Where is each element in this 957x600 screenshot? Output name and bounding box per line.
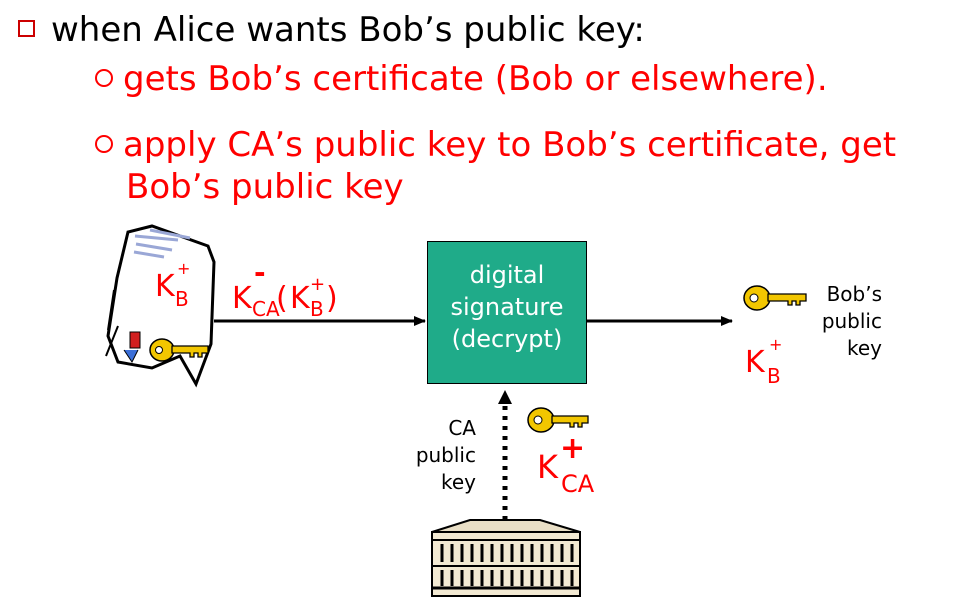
bob-key-k: K [745,345,766,380]
formula-sub-ca: CA [252,297,280,321]
bob-key-symbol: K + B [745,335,782,388]
certificate-document-icon [105,224,216,388]
ca-key-label-line-2: public [415,443,476,467]
ca-key-label-line-3: key [440,470,476,494]
gold-key-icon [743,285,807,311]
formula-close-paren: ) [326,281,338,316]
sub-bullet-2-text: apply CA’s public key to Bob’s certifica… [123,125,897,165]
cert-formula: K - CA ( K + B ) [232,256,338,321]
formula-open-paren: ( [276,281,288,316]
circle-bullet-icon [95,68,113,87]
ca-key-label-line-1: CA [448,416,476,440]
cert-label-plus: + [177,259,190,278]
ca-key-sub: CA [561,470,595,498]
gold-key-icon [527,407,589,433]
main-bullet: when Alice wants Bob’s public key: [18,10,645,50]
ca-key-plus: + [560,431,585,466]
bob-key-label-line-2: public [821,309,882,333]
dotted-arrow-head [498,390,512,404]
formula-k: K [232,281,253,316]
ca-key-symbol: K + CA [537,431,595,498]
formula-plus: + [310,274,325,295]
sub-bullet-1: gets Bob’s certificate (Bob or elsewhere… [95,58,828,100]
signature-line-2: signature [450,293,564,321]
square-bullet-icon [18,20,35,37]
gold-key-icon [149,338,209,362]
main-bullet-text: when Alice wants Bob’s public key: [51,10,645,50]
cert-key-label: K + B [155,259,190,311]
ca-building-icon [431,519,581,597]
cert-label-sub: B [175,287,189,311]
sub-bullet-2-continued: Bob’s public key [126,167,404,207]
signature-line-1: digital [469,261,545,289]
bob-key-plus: + [769,335,782,354]
ca-key-label: CA public key [414,415,476,496]
circle-bullet-icon [95,134,113,153]
ca-key-k: K [537,448,559,486]
sub-bullet-2: apply CA’s public key to Bob’s certifica… [95,124,896,166]
bob-key-label-line-3: key [846,336,882,360]
sub-bullet-1-text: gets Bob’s certificate (Bob or elsewhere… [123,59,828,99]
bob-key-label-line-1: Bob’s [826,282,882,306]
bob-key-label: Bob’s public key [812,281,882,362]
formula-inner-k: K [290,281,311,316]
formula-minus: - [254,256,266,289]
bob-key-sub: B [767,364,781,388]
digital-signature-box: digital signature (decrypt) [427,241,587,384]
signature-line-3: (decrypt) [451,325,563,353]
cert-label-k: K [155,269,176,304]
formula-sub-b: B [310,297,324,321]
